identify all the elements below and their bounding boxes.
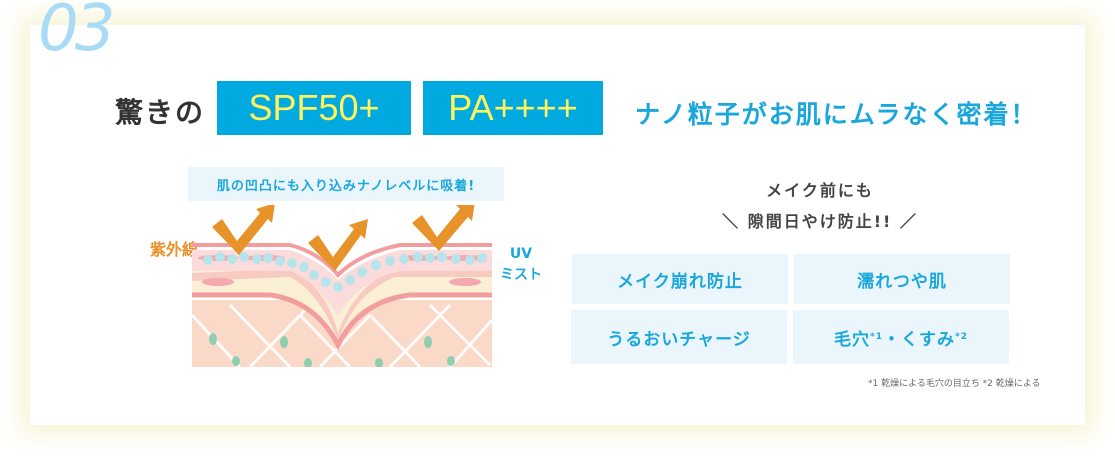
illustration-callout: 肌の凹凸にも入り込みナノレベルに吸着! [188,167,504,201]
section-number: 03 [38,0,115,66]
uv-label: 紫外線 [150,240,199,259]
skin-illustration [190,205,494,367]
pa-badge: PA++++ [423,81,603,135]
benefit-item: 毛穴*1・くすみ*2 [793,310,1009,364]
benefit-item: メイク崩れ防止 [572,254,788,304]
benefit-text: ・くすみ [883,329,955,350]
headline-lead: 驚きの [115,96,206,129]
benefit-text: 毛穴 [834,329,871,350]
mist-label-line1: UV [509,246,533,262]
benefits-heading-1: メイク前にも [766,181,874,200]
benefit-item: 濡れつや肌 [794,254,1010,304]
mist-label: UV ミスト [500,244,542,286]
footnote-ref: *1 [870,332,883,342]
spf-badge: SPF50+ [217,81,411,135]
benefits-heading-2: ＼ 隙間日やけ防止!! ／ [722,212,918,231]
footnote: *1 乾燥による毛穴の目立ち *2 乾燥による [868,379,1041,389]
headline-tail: ナノ粒子がお肌にムラなく密着！ [635,100,1038,129]
footnote-ref: *2 [955,332,968,342]
mist-label-line2: ミスト [500,267,542,283]
benefit-item: うるおいチャージ [571,310,787,364]
